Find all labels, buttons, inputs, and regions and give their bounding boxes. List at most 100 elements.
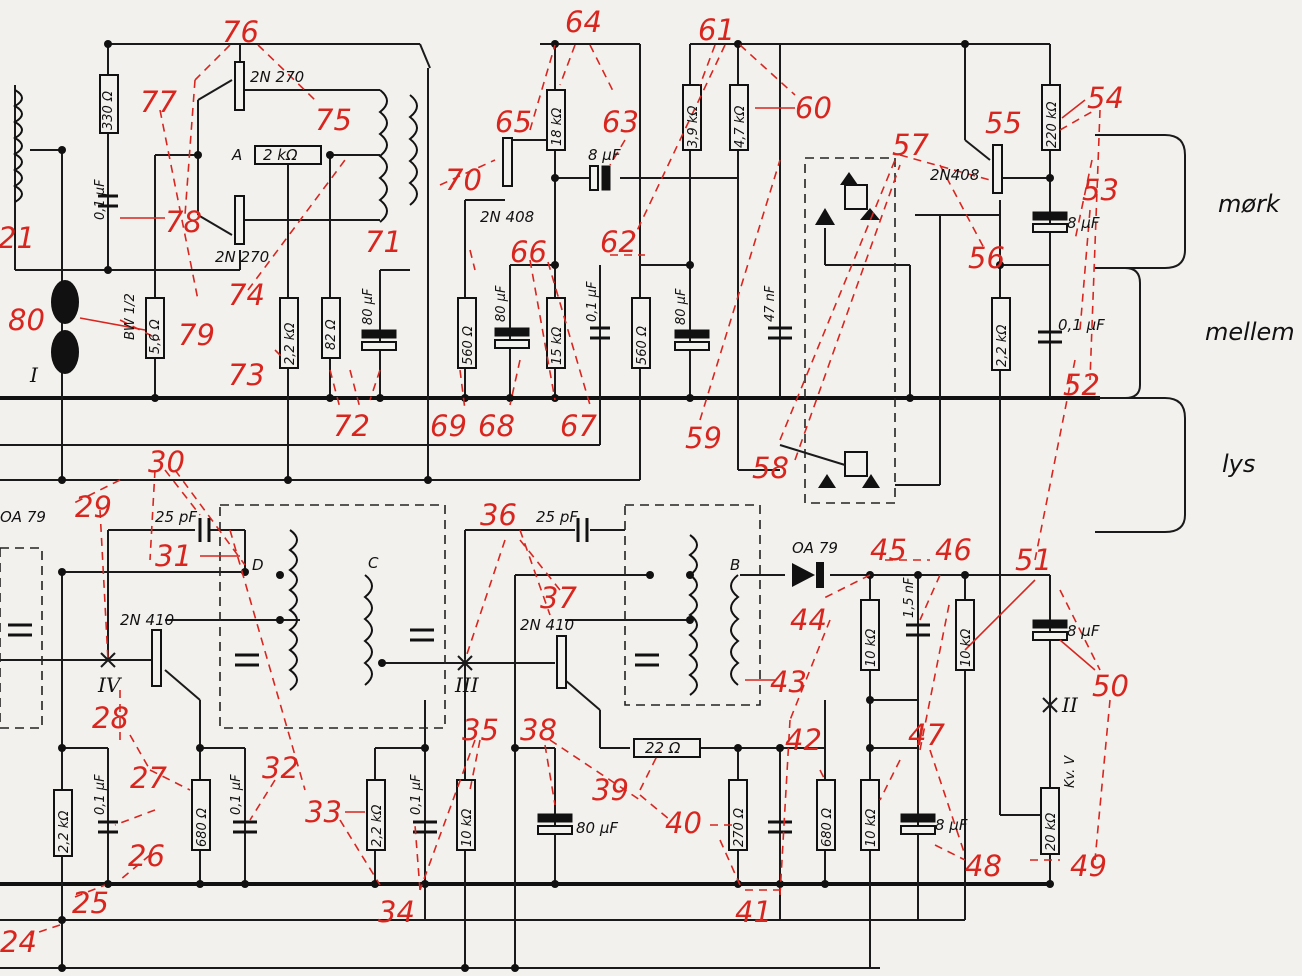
callout-70: 70 xyxy=(445,163,482,197)
label-r-2-2k-a: 2,2 kΩ xyxy=(283,323,298,365)
label-oa79-left: OA 79 xyxy=(0,508,46,526)
label-r-10k-c: 10 kΩ xyxy=(864,809,879,847)
letter-B: B xyxy=(730,556,740,574)
callout-73: 73 xyxy=(228,358,265,392)
label-r-10k-b: 10 kΩ xyxy=(864,629,879,667)
label-r-15k: 15 kΩ xyxy=(550,327,565,365)
callout-24: 24 xyxy=(0,925,37,959)
callout-25: 25 xyxy=(72,886,109,920)
label-c-1-5n: 1,5 nF xyxy=(902,577,917,618)
callout-62: 62 xyxy=(600,225,637,259)
power-rails xyxy=(0,43,1100,969)
callout-60: 60 xyxy=(795,91,832,125)
label-r-3-9k: 3,9 kΩ xyxy=(686,106,701,148)
label-r-10k-d: 10 kΩ xyxy=(959,629,974,667)
callout-52: 52 xyxy=(1063,368,1100,402)
label-2n410-right: 2N 410 xyxy=(520,616,574,634)
callout-63: 63 xyxy=(602,105,639,139)
junction-dots xyxy=(58,40,1054,972)
switch-label-mellem: mellem xyxy=(1205,318,1295,346)
callout-48: 48 xyxy=(965,849,1002,883)
label-c-8-d: 8 µF xyxy=(1067,622,1100,640)
label-r-680-b: 680 Ω xyxy=(820,808,835,847)
callout-41: 41 xyxy=(735,895,772,929)
callout-37: 37 xyxy=(540,581,577,615)
callout-30: 30 xyxy=(148,445,185,479)
callout-32: 32 xyxy=(262,751,299,785)
label-2n408-left: 2N 408 xyxy=(480,208,534,226)
roman-II: II xyxy=(1061,693,1079,717)
callout-47: 47 xyxy=(908,718,945,752)
label-c-0-1-e: 0,1 µF xyxy=(229,774,244,815)
callout-79: 79 xyxy=(178,318,215,352)
label-c-0-1-c: 0,1 µF xyxy=(1058,316,1105,334)
lamp-bw xyxy=(51,280,79,374)
roman-III: III xyxy=(454,673,480,697)
transistor-2n410-right xyxy=(556,635,567,689)
label-c-25p-b: 25 pF xyxy=(536,508,578,526)
callout-65: 65 xyxy=(495,105,532,139)
callout-33: 33 xyxy=(305,795,342,829)
callout-69: 69 xyxy=(430,409,467,443)
callout-61: 61 xyxy=(698,13,735,47)
transistor-2n410-left xyxy=(151,629,162,687)
label-r-680-a: 680 Ω xyxy=(195,808,210,847)
label-r-82: 82 Ω xyxy=(324,319,339,350)
label-c-80-b: 80 µF xyxy=(494,285,509,322)
callout-44: 44 xyxy=(790,603,827,637)
callout-64: 64 xyxy=(565,5,602,39)
label-r-2k-pot: 2 kΩ xyxy=(263,146,298,164)
transistors xyxy=(151,61,1003,689)
callout-42: 42 xyxy=(785,723,822,757)
label-r-22: 22 Ω xyxy=(645,739,681,757)
callout-75: 75 xyxy=(315,103,352,137)
component-labels: 2N 270 2N 270 2N 408 2N408 2N 410 2N 410… xyxy=(0,68,1105,853)
callout-leaders xyxy=(29,44,1111,936)
label-c-80-d: 80 µF xyxy=(576,819,618,837)
label-2n270-top: 2N 270 xyxy=(250,68,304,86)
callout-59: 59 xyxy=(685,421,722,455)
test-points xyxy=(100,652,1058,713)
callout-56: 56 xyxy=(968,241,1005,275)
label-r-560-b: 560 Ω xyxy=(635,326,650,365)
callout-38: 38 xyxy=(520,713,557,747)
callout-55: 55 xyxy=(985,106,1022,140)
callout-80: 80 xyxy=(8,303,45,337)
shield-boxes xyxy=(0,157,896,729)
callout-51: 51 xyxy=(1015,543,1052,577)
callout-40: 40 xyxy=(665,806,702,840)
label-c-0-1-a: 0,1 µF xyxy=(93,179,108,220)
switch-labels: mørk mellem lys xyxy=(1205,190,1295,478)
diode-oa79 xyxy=(792,562,824,588)
callout-50: 50 xyxy=(1092,669,1129,703)
reference-labels: I II III IV A B C D xyxy=(29,146,1079,717)
callout-27: 27 xyxy=(130,761,167,795)
coils xyxy=(12,89,740,696)
label-c-0-1-b: 0,1 µF xyxy=(585,281,600,322)
label-c-0-1-d: 0,1 µF xyxy=(93,774,108,815)
callout-72: 72 xyxy=(333,409,370,443)
callout-77: 77 xyxy=(140,85,177,119)
label-r-220k: 220 kΩ xyxy=(1045,102,1060,148)
letter-A: A xyxy=(231,146,242,164)
roman-I: I xyxy=(29,363,39,387)
transistor-2n408-right xyxy=(992,144,1003,194)
callout-67: 67 xyxy=(560,409,597,443)
callout-43: 43 xyxy=(770,665,807,699)
label-2n410-left: 2N 410 xyxy=(120,611,174,629)
label-r-270: 270 Ω xyxy=(732,808,747,847)
callout-29: 29 xyxy=(75,490,112,524)
callout-78: 78 xyxy=(165,205,202,239)
label-c-0-1-f: 0,1 µF xyxy=(409,774,424,815)
resistor-bodies xyxy=(53,74,1061,857)
letter-C: C xyxy=(368,554,379,572)
callout-58: 58 xyxy=(752,451,789,485)
label-r-4-7k: 4,7 kΩ xyxy=(733,106,748,148)
callout-numbers: 21 24 25 26 27 28 29 30 31 32 33 34 35 3… xyxy=(0,5,1129,959)
callout-49: 49 xyxy=(1070,849,1107,883)
transistor-2n270-bottom xyxy=(234,195,245,245)
label-r-2-2k-d: 2,2 kΩ xyxy=(370,805,385,847)
callout-26: 26 xyxy=(128,839,165,873)
label-c-80-a: 80 µF xyxy=(361,288,376,325)
